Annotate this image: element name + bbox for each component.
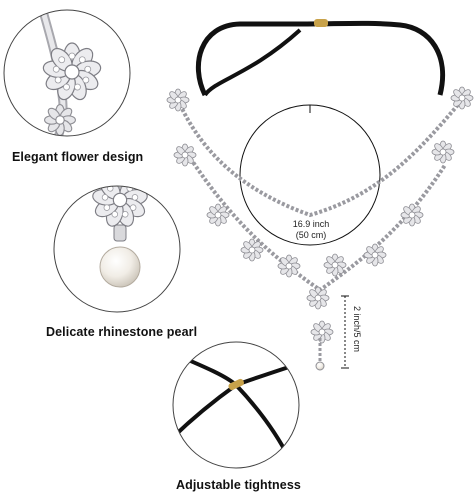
pearl-detail-circle — [53, 185, 181, 313]
circumference-inch: 16.9 inch — [292, 219, 330, 229]
headband-product — [166, 19, 474, 371]
drop-length-measure: 2 inch/5 cm — [352, 306, 362, 353]
flower-detail-circle — [3, 9, 131, 137]
tightness-label: Adjustable tightness — [176, 478, 301, 492]
band-detail-circle — [172, 341, 300, 469]
flower-design-label: Elegant flower design — [12, 150, 144, 164]
pearl-label: Delicate rhinestone pearl — [46, 325, 198, 339]
circumference-measure: 16.9 inch (50 cm) — [284, 219, 338, 241]
circumference-cm: (50 cm) — [295, 230, 327, 240]
